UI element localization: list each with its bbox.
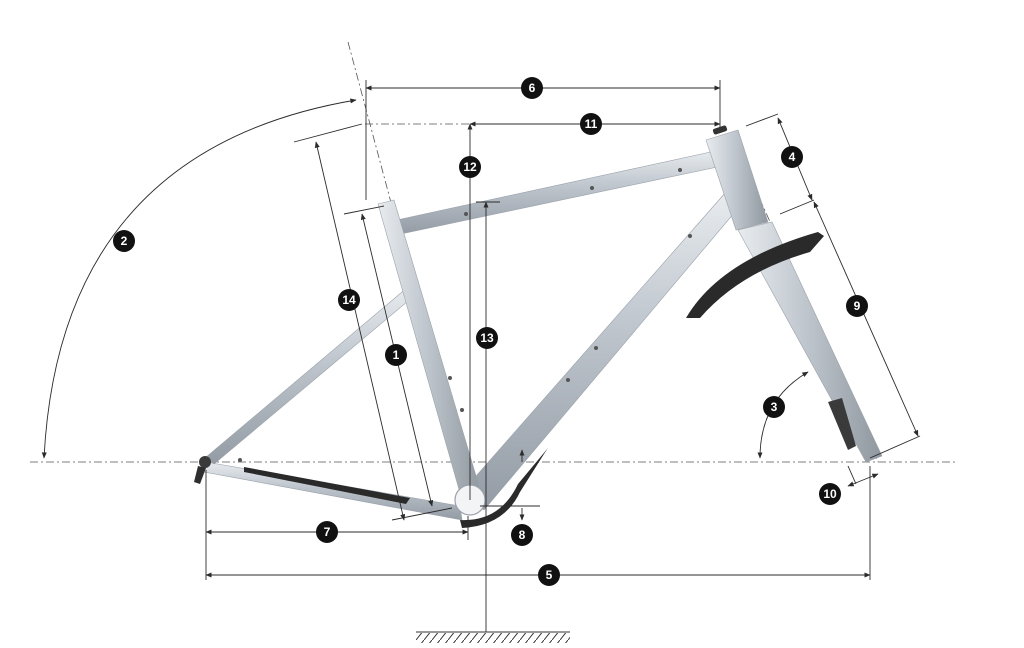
badge-7: 7 (316, 521, 338, 543)
badge-9: 9 (846, 295, 868, 317)
svg-text:3: 3 (771, 400, 778, 414)
dim-ext-1b (391, 507, 453, 521)
svg-text:9: 9 (854, 299, 861, 313)
bb-fender (460, 448, 548, 528)
svg-text:10: 10 (823, 487, 837, 501)
badge-10: 10 (819, 483, 841, 505)
badge-13: 13 (476, 327, 498, 349)
svg-text:2: 2 (121, 234, 128, 248)
badge-4: 4 (781, 146, 803, 168)
dimension-lines (41, 80, 921, 643)
svg-text:11: 11 (585, 117, 598, 131)
badge-14: 14 (338, 289, 360, 311)
derailleur-hanger (194, 466, 206, 484)
dim-ext-4b (779, 199, 815, 215)
frame-bosses (238, 168, 692, 462)
top-tube (391, 149, 723, 236)
badge-3: 3 (763, 396, 785, 418)
badge-12: 12 (459, 156, 481, 178)
badges: 1 2 3 4 5 6 7 8 9 10 11 12 13 14 (113, 77, 868, 586)
reference-lines (30, 41, 958, 506)
badge-11: 11 (580, 113, 602, 135)
dim-line-14 (314, 141, 406, 521)
dim-ext-14 (293, 123, 363, 143)
badge-6: 6 (521, 77, 543, 99)
dim-ext-9 (869, 435, 921, 459)
rear-dropout (199, 456, 211, 468)
svg-text:14: 14 (342, 293, 356, 307)
dim-ext-1 (343, 205, 385, 215)
svg-text:12: 12 (463, 160, 477, 174)
front-fender (686, 232, 824, 318)
svg-text:13: 13 (480, 331, 494, 345)
badge-8: 8 (511, 524, 533, 546)
dim-arc-2 (41, 98, 357, 459)
ground-hatch (416, 633, 570, 643)
svg-text:5: 5 (546, 568, 553, 582)
dim-line-9 (813, 201, 919, 437)
svg-text:7: 7 (324, 525, 331, 539)
svg-text:1: 1 (393, 348, 400, 362)
svg-text:8: 8 (519, 528, 526, 542)
svg-text:6: 6 (529, 81, 536, 95)
fenders (244, 232, 824, 528)
head-tube (705, 129, 769, 231)
dim-ext-10 (847, 465, 857, 485)
headset-cap (712, 125, 728, 135)
dim-line-10 (847, 473, 879, 487)
dim-ext-4a (745, 113, 779, 127)
svg-text:4: 4 (789, 150, 796, 164)
rear-chainstay-fender (244, 467, 410, 504)
seat-stay (204, 286, 415, 465)
badge-2: 2 (113, 230, 135, 252)
badge-1: 1 (385, 344, 407, 366)
badge-5: 5 (538, 564, 560, 586)
